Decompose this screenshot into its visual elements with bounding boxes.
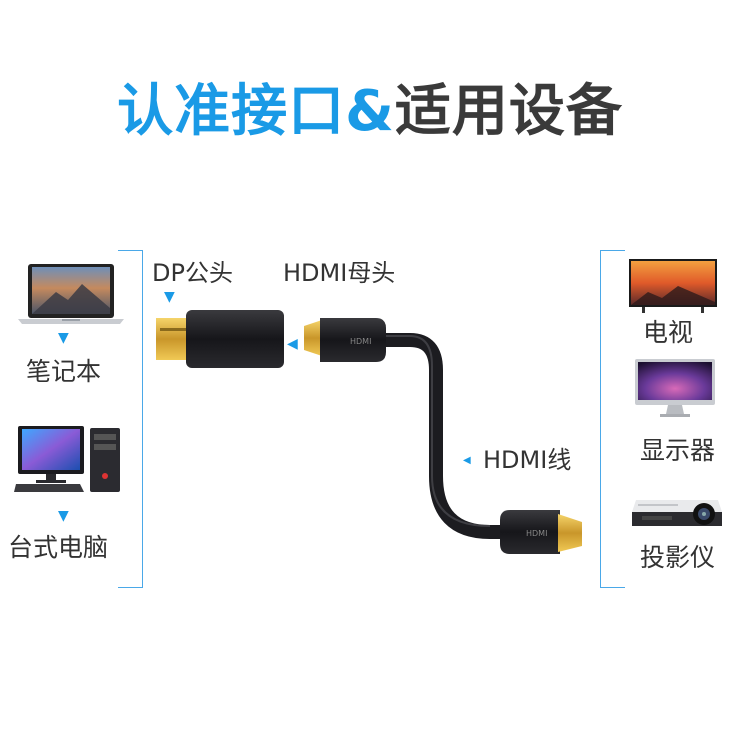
projector-icon xyxy=(632,500,722,526)
page-title: 认准接口&适用设备 xyxy=(0,72,740,152)
adapter-cable-illustration: HDMI HDMI xyxy=(156,310,582,554)
laptop-arrow-icon: ▼ xyxy=(58,330,69,346)
dp-arrow-icon: ▼ xyxy=(164,289,175,305)
monitor-icon xyxy=(635,359,715,417)
desktop-arrow-icon: ▼ xyxy=(58,508,69,524)
right-device-label-projector: 投影仪 xyxy=(640,543,716,572)
left-device-label-desktop: 台式电脑 xyxy=(8,533,109,562)
title-part-2: 适用设备 xyxy=(394,79,623,144)
desktop-pc-icon xyxy=(14,426,120,492)
laptop-icon xyxy=(18,264,124,324)
top-plug-hdmi-text: HDMI xyxy=(350,337,371,346)
hdmi-cable-label: HDMI线 xyxy=(483,446,572,474)
tv-icon xyxy=(629,259,717,313)
hdmi-insert-arrow-icon: ◀ xyxy=(287,336,298,352)
right-bracket xyxy=(600,250,625,588)
left-bracket xyxy=(118,250,143,588)
title-ampersand: & xyxy=(345,79,395,144)
right-device-label-monitor: 显示器 xyxy=(640,436,716,465)
left-device-label-laptop: 笔记本 xyxy=(26,357,102,386)
bottom-plug-hdmi-text: HDMI xyxy=(526,529,547,538)
right-device-label-tv: 电视 xyxy=(643,318,694,347)
hdmi-female-label: HDMI母头 xyxy=(283,259,396,287)
title-part-1: 认准接口 xyxy=(117,79,346,144)
dp-male-label: DP公头 xyxy=(152,259,233,287)
cable-arrow-icon: ◀ xyxy=(463,455,471,466)
